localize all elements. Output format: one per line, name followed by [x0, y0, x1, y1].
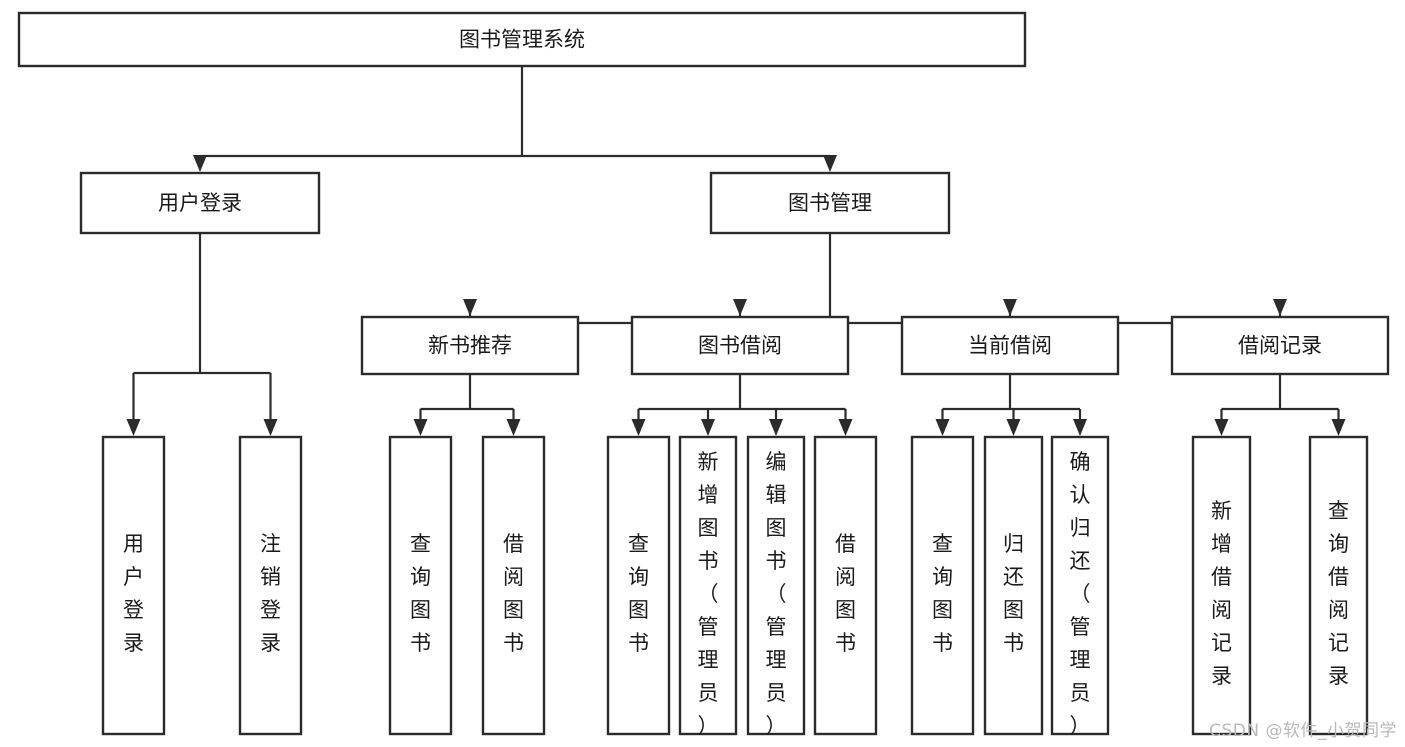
- arrow-head-icon: [1214, 419, 1229, 436]
- edge-group-book-borrow: [631, 374, 853, 436]
- node-label-leaf-query-book-recommend: 查询图书: [410, 532, 431, 655]
- arrow-head-icon: [263, 419, 278, 436]
- node-label-current-borrow: 当前借阅: [968, 334, 1052, 358]
- node-label-leaf-return-book: 归还图书: [1003, 532, 1024, 655]
- node-box-leaf-query-book-recommend[interactable]: [388, 435, 453, 736]
- node-leaf-borrow-book-recommend[interactable]: 借阅图书: [481, 435, 546, 736]
- node-box-leaf-query-borrow-record[interactable]: [1308, 435, 1369, 736]
- arrow-head-icon: [193, 155, 207, 172]
- arrow-head-icon: [1073, 419, 1087, 436]
- node-borrow-record[interactable]: 借阅记录: [1170, 315, 1390, 376]
- node-box-leaf-add-book-admin[interactable]: [678, 435, 738, 736]
- arrow-head-icon: [1273, 299, 1287, 316]
- arrow-head-icon: [463, 299, 477, 316]
- edge-group-user-login: [126, 233, 278, 436]
- node-current-borrow[interactable]: 当前借阅: [900, 315, 1120, 376]
- arrow-head-icon: [1003, 299, 1017, 316]
- node-leaf-query-book-recommend[interactable]: 查询图书: [388, 435, 453, 736]
- node-label-leaf-edit-book-admin: 编辑图书（管理员）: [766, 450, 787, 738]
- node-leaf-query-book-current[interactable]: 查询图书: [910, 435, 975, 736]
- arrow-head-icon: [701, 419, 715, 436]
- arrow-head-icon: [506, 419, 521, 436]
- node-box-leaf-query-book-borrow[interactable]: [606, 435, 671, 736]
- node-box-book-manage[interactable]: [709, 171, 951, 235]
- edge-group-borrow-record: [1214, 374, 1346, 436]
- node-book-borrow[interactable]: 图书借阅: [630, 315, 850, 376]
- node-leaf-user-logout[interactable]: 注销登录: [238, 435, 303, 736]
- node-box-book-borrow[interactable]: [630, 315, 850, 376]
- node-leaf-return-book[interactable]: 归还图书: [983, 435, 1044, 736]
- node-leaf-user-login[interactable]: 用户登录: [101, 435, 166, 736]
- node-box-leaf-add-borrow-record[interactable]: [1191, 435, 1252, 736]
- node-leaf-edit-book-admin[interactable]: 编辑图书（管理员）: [746, 435, 806, 738]
- arrow-head-icon: [1331, 419, 1346, 436]
- node-root[interactable]: 图书管理系统: [17, 11, 1027, 68]
- arrow-head-icon: [413, 419, 428, 436]
- arrow-head-icon: [769, 419, 783, 436]
- node-label-leaf-confirm-return-admin: 确认归还（管理员）: [1070, 450, 1091, 738]
- node-box-leaf-user-logout[interactable]: [238, 435, 303, 736]
- node-label-root: 图书管理系统: [459, 28, 585, 52]
- node-leaf-borrow-book[interactable]: 借阅图书: [813, 435, 878, 736]
- edges-layer: [126, 66, 1346, 436]
- node-box-root[interactable]: [17, 11, 1027, 68]
- edge-group-current-borrow: [935, 374, 1087, 436]
- node-label-leaf-query-borrow-record: 查询借阅记录: [1328, 499, 1349, 688]
- node-box-leaf-borrow-book-recommend[interactable]: [481, 435, 546, 736]
- node-box-borrow-record[interactable]: [1170, 315, 1390, 376]
- node-box-user-login[interactable]: [79, 171, 321, 235]
- node-leaf-add-book-admin[interactable]: 新增图书（管理员）: [678, 435, 738, 738]
- node-box-current-borrow[interactable]: [900, 315, 1120, 376]
- node-label-new-book-recommend: 新书推荐: [428, 334, 512, 358]
- node-label-leaf-add-book-admin: 新增图书（管理员）: [698, 450, 719, 738]
- node-label-user-login: 用户登录: [158, 191, 242, 215]
- node-book-manage[interactable]: 图书管理: [709, 171, 951, 235]
- node-label-book-manage: 图书管理: [788, 191, 872, 215]
- node-user-login[interactable]: 用户登录: [79, 171, 321, 235]
- nodes-layer: 图书管理系统用户登录图书管理新书推荐图书借阅当前借阅借阅记录用户登录注销登录查询…: [17, 11, 1390, 738]
- node-leaf-add-borrow-record[interactable]: 新增借阅记录: [1191, 435, 1252, 736]
- node-box-leaf-user-login[interactable]: [101, 435, 166, 736]
- node-label-leaf-query-book-current: 查询图书: [932, 532, 953, 655]
- edge-group-new-book-recommend: [413, 374, 521, 436]
- arrow-head-icon: [838, 419, 853, 436]
- arrow-head-icon: [631, 419, 646, 436]
- node-label-leaf-borrow-book-recommend: 借阅图书: [503, 532, 524, 655]
- edge-group-book-manage: [463, 233, 1287, 325]
- node-box-leaf-borrow-book[interactable]: [813, 435, 878, 736]
- node-new-book-recommend[interactable]: 新书推荐: [360, 315, 580, 376]
- arrow-head-icon: [823, 155, 837, 172]
- node-box-leaf-query-book-current[interactable]: [910, 435, 975, 736]
- arrow-head-icon: [733, 299, 747, 316]
- node-label-leaf-borrow-book: 借阅图书: [835, 532, 856, 655]
- node-label-borrow-record: 借阅记录: [1238, 334, 1322, 358]
- node-box-leaf-edit-book-admin[interactable]: [746, 435, 806, 736]
- arrow-head-icon: [126, 419, 141, 436]
- node-label-leaf-add-borrow-record: 新增借阅记录: [1211, 499, 1232, 688]
- node-label-leaf-query-book-borrow: 查询图书: [628, 532, 649, 655]
- node-label-leaf-user-login: 用户登录: [123, 532, 144, 655]
- edge-group-root: [193, 66, 837, 172]
- node-label-book-borrow: 图书借阅: [698, 334, 782, 358]
- node-leaf-query-borrow-record[interactable]: 查询借阅记录: [1308, 435, 1369, 736]
- node-box-leaf-return-book[interactable]: [983, 435, 1044, 736]
- node-label-leaf-user-logout: 注销登录: [260, 532, 281, 655]
- node-leaf-query-book-borrow[interactable]: 查询图书: [606, 435, 671, 736]
- node-leaf-confirm-return-admin[interactable]: 确认归还（管理员）: [1050, 435, 1110, 738]
- arrow-head-icon: [1006, 419, 1021, 436]
- arrow-head-icon: [935, 419, 950, 436]
- node-box-leaf-confirm-return-admin[interactable]: [1050, 435, 1110, 736]
- node-box-new-book-recommend[interactable]: [360, 315, 580, 376]
